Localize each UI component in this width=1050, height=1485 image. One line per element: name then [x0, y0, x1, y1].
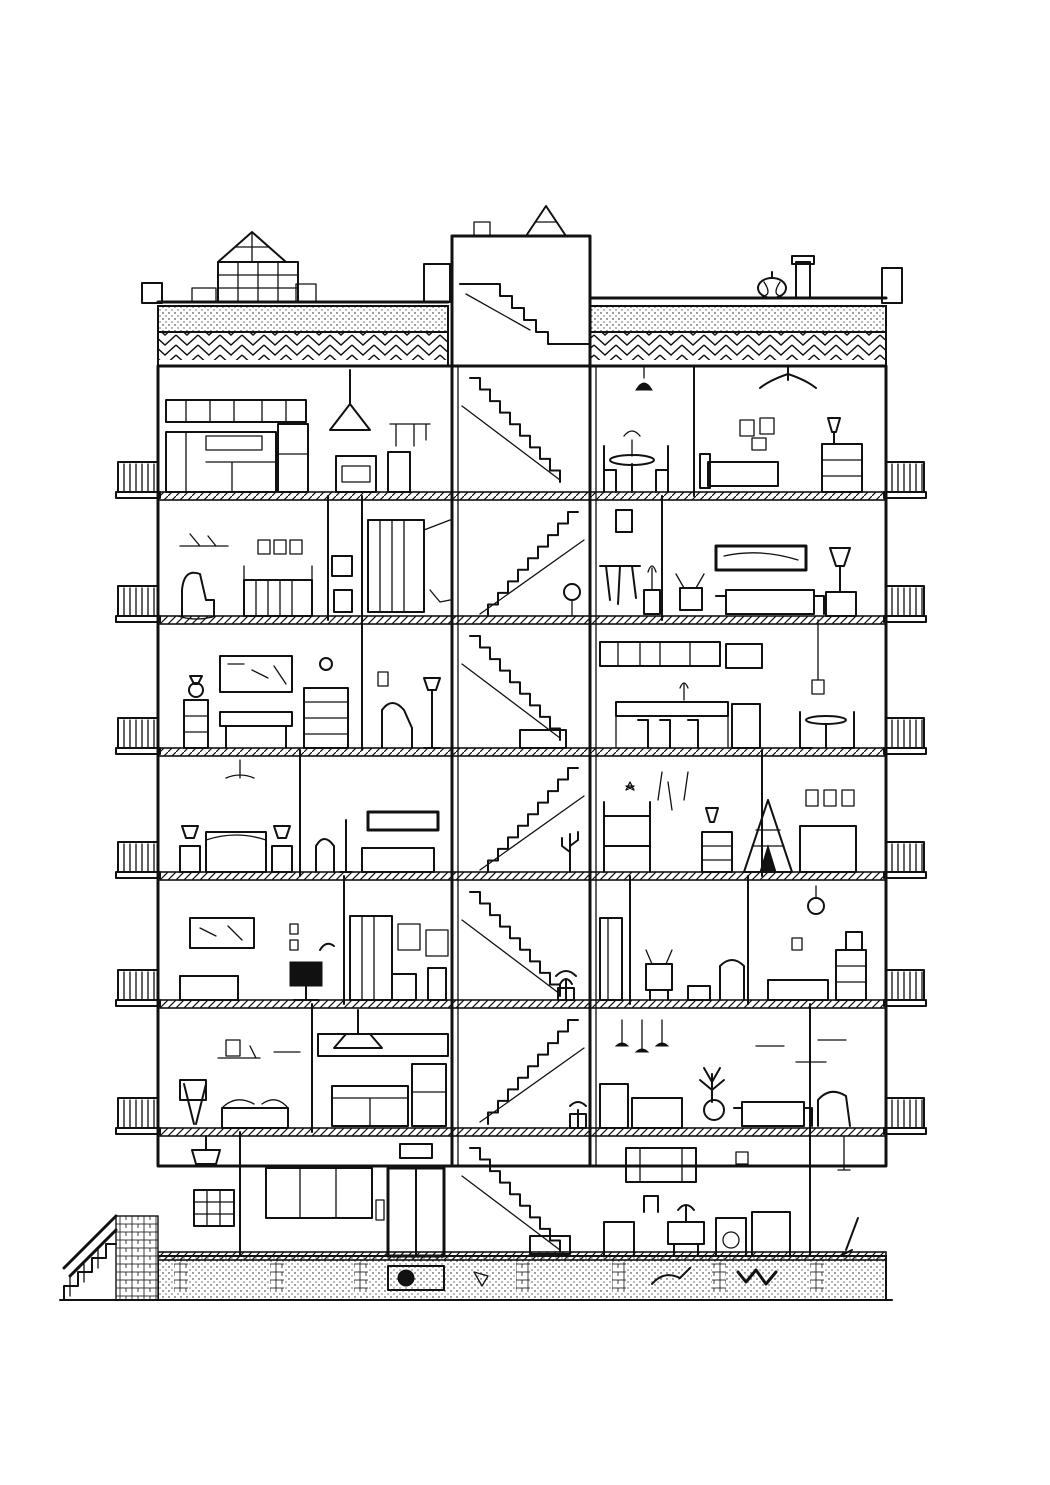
floor-3-bedroom: [719, 885, 867, 1001]
rooftop-greenhouse: [191, 231, 317, 303]
balcony: [883, 717, 927, 755]
floor-slabs: [157, 491, 887, 1261]
stair-flight: [469, 1147, 561, 1253]
balcony: [883, 969, 927, 1007]
floor-6-nursery: [177, 533, 313, 620]
stair-flight: [469, 377, 561, 483]
chimney-icon: [791, 255, 815, 299]
teepee-icon: [743, 799, 793, 873]
stairs-icon: [461, 377, 585, 1253]
balcony: [115, 717, 161, 755]
floor-7-dining: [603, 365, 669, 493]
stair-flight: [487, 767, 579, 873]
floor-6-stair-landing-plant: [563, 583, 581, 617]
floor-1-laundry: [603, 1135, 859, 1257]
floor-5-kitchen: [599, 641, 763, 749]
floor-slab: [157, 747, 887, 757]
balcony: [115, 585, 161, 623]
floor-3-tv-room: [599, 917, 711, 1001]
balcony: [115, 841, 161, 879]
stair-handrail: [461, 1175, 561, 1251]
floor-1-lobby: [191, 1135, 373, 1227]
roof: [141, 267, 903, 367]
balcony: [883, 461, 927, 499]
balconies: [115, 461, 927, 1135]
foundation: [157, 1255, 887, 1301]
elevator-icon: [375, 1143, 446, 1258]
stair-handrail: [461, 663, 561, 739]
floor-7-bedroom: [699, 365, 863, 493]
floor-slab: [157, 615, 887, 625]
floor-2-kitchen: [317, 1009, 449, 1127]
floor-slab: [157, 871, 887, 881]
floor-3-office: [179, 917, 335, 1001]
floor-5-stair-landing-bench: [519, 729, 567, 749]
stair-tower-roof: [423, 205, 592, 368]
tv-icon: [645, 949, 673, 1001]
floor-5-dining-nook: [799, 711, 855, 749]
floor-7-kitchen: [165, 369, 431, 493]
floor-slab: [157, 999, 887, 1009]
floor-slab: [157, 1127, 887, 1137]
floor-3-stair-plant: [555, 970, 577, 1001]
stair-flight: [469, 891, 561, 997]
stair-handrail: [461, 919, 561, 995]
balcony: [115, 1097, 161, 1135]
floor-4-kids-room: [603, 771, 857, 873]
floor-5-reading-nook: [377, 671, 441, 749]
floor-2-art-room: [179, 1039, 301, 1129]
partition-walls: [239, 365, 811, 1257]
stair-handrail: [479, 1047, 585, 1123]
stair-flight: [469, 635, 561, 741]
stair-handrail: [479, 539, 585, 615]
sofa-icon: [733, 1101, 813, 1127]
floor-3-bathroom: [349, 915, 449, 1001]
floor-4-lounge: [315, 810, 440, 873]
stair-flight: [487, 1019, 579, 1125]
balcony: [883, 841, 927, 879]
entrance-steps: [59, 1214, 893, 1301]
floor-slab: [157, 491, 887, 501]
floor-2-living-room: [599, 1019, 851, 1129]
floor-4-stair-cactus: [561, 831, 579, 873]
floor-4-bedroom: [179, 759, 293, 873]
stair-flight: [487, 511, 579, 617]
stair-handrail: [479, 795, 585, 871]
balcony: [883, 585, 927, 623]
pumpkin-icon: [757, 271, 787, 299]
stair-handrail: [461, 405, 561, 481]
floor-6-bathroom: [331, 519, 451, 613]
balcony: [115, 461, 161, 499]
balcony: [883, 1097, 927, 1135]
floor-1-stair-bench: [529, 1235, 571, 1255]
floor-5-study: [183, 655, 349, 749]
balcony: [115, 969, 161, 1007]
floor-6-living-room: [675, 544, 857, 695]
floor-2-stair-plant: [569, 1101, 587, 1129]
floor-6-laundry: [599, 509, 661, 615]
